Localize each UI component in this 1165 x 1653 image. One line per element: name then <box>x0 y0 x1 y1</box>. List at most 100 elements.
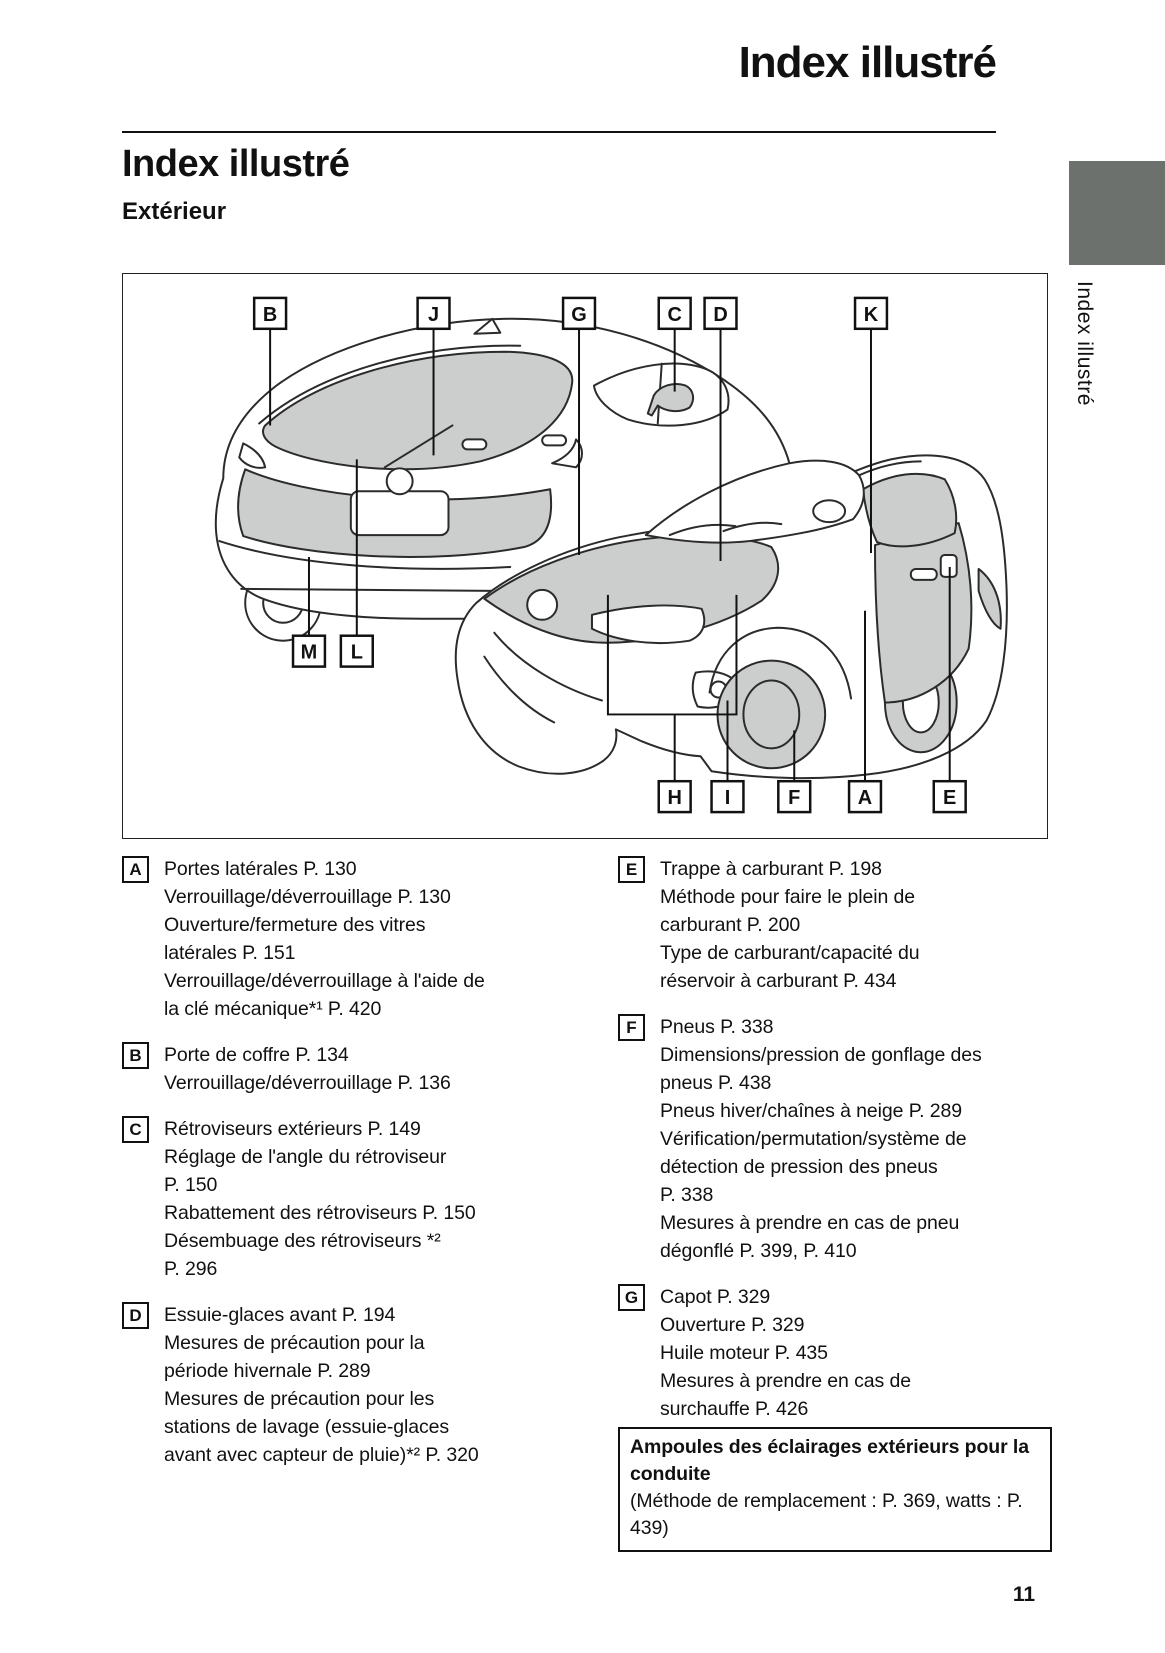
callout-I: I <box>710 700 745 814</box>
item-letter-badge: G <box>618 1284 645 1311</box>
car-illustration: B J G C D K M L H I F A E <box>214 296 1008 814</box>
callout-C: C <box>657 296 692 392</box>
callout-box-G <box>561 296 597 331</box>
item-line: Désembuage des rétroviseurs *² <box>164 1230 441 1252</box>
item-line: Ouverture/fermeture des vitres <box>164 914 426 936</box>
svg-text:D: D <box>713 304 727 326</box>
item-line: Mesures à prendre en cas de <box>660 1370 911 1392</box>
item-line: Réglage de l'angle du rétroviseur <box>164 1146 447 1168</box>
item-line: la clé mécanique*¹ P. 420 <box>164 998 382 1020</box>
item-line: Verrouillage/déverrouillage P. 130 <box>164 886 451 908</box>
page-number: 11 <box>1012 1583 1036 1606</box>
callout-L: L <box>339 459 374 668</box>
item-line: Ouverture P. 329 <box>660 1314 805 1336</box>
chapter-tab-label: Index illustré <box>1073 281 1096 406</box>
item-line: surchauffe P. 426 <box>660 1398 809 1420</box>
item-line: Verrouillage/déverrouillage P. 136 <box>164 1072 451 1094</box>
callout-F: F <box>777 730 812 814</box>
item-line: Essuie-glaces avant P. 194 <box>164 1304 396 1326</box>
callout-box-H <box>657 779 692 814</box>
callout-M: M <box>291 556 327 668</box>
item-line: Mesures à prendre en cas de pneu <box>660 1212 960 1234</box>
svg-text:I: I <box>725 787 731 809</box>
callout-B: B <box>252 296 288 426</box>
header-rule <box>122 131 996 133</box>
running-head-title: Index illustré <box>738 38 997 87</box>
svg-text:J: J <box>428 304 439 326</box>
front-car-drawing <box>454 454 1008 780</box>
svg-text:E: E <box>943 787 956 809</box>
svg-text:M: M <box>301 642 318 664</box>
item-line: pneus P. 438 <box>660 1072 772 1094</box>
callout-box-C <box>657 296 692 331</box>
item-line: détection de pression des pneus <box>660 1156 938 1178</box>
callout-E: E <box>932 566 967 814</box>
item-line: Portes latérales P. 130 <box>164 858 357 880</box>
item-line: Rétroviseurs extérieurs P. 149 <box>164 1118 421 1140</box>
item-line: Mesures de précaution pour les <box>164 1388 435 1410</box>
item-line: latérales P. 151 <box>164 942 296 964</box>
page-title: Index illustré <box>122 143 350 185</box>
callout-box-B <box>252 296 288 331</box>
item-letter-badge: D <box>122 1302 149 1329</box>
item-line: Huile moteur P. 435 <box>660 1342 828 1364</box>
callout-box-L <box>339 634 374 668</box>
callout-box-J <box>416 296 451 331</box>
callout-box-K <box>853 296 889 331</box>
callout-G: G <box>561 296 597 556</box>
bulbs-note-body: (Méthode de remplacement : P. 369, watts… <box>630 1490 1023 1539</box>
item-letter-badge: E <box>618 856 645 883</box>
callout-box-F <box>777 779 812 814</box>
callout-box-M <box>291 634 327 668</box>
item-letter-badge: A <box>122 856 149 883</box>
item-line: Pneus P. 338 <box>660 1016 774 1038</box>
callout-box-D <box>703 296 738 331</box>
item-line: réservoir à carburant P. 434 <box>660 970 897 992</box>
callout-D: D <box>703 296 738 561</box>
item-line: Mesures de précaution pour la <box>164 1332 425 1354</box>
item-letter-badge: C <box>122 1116 149 1143</box>
item-line: carburant P. 200 <box>660 914 801 936</box>
item-line: Trappe à carburant P. 198 <box>660 858 882 880</box>
item-line: stations de lavage (essuie-glaces <box>164 1416 450 1438</box>
svg-text:A: A <box>858 787 872 809</box>
callout-A: A <box>847 610 883 814</box>
item-line: Porte de coffre P. 134 <box>164 1044 349 1066</box>
callout-box-E <box>932 779 967 814</box>
item-line: P. 150 <box>164 1174 218 1196</box>
callout-H: H <box>606 594 738 814</box>
item-line: avant avec capteur de pluie)*² P. 320 <box>164 1444 479 1466</box>
svg-text:L: L <box>351 642 363 664</box>
item-letter-badge: B <box>122 1042 149 1069</box>
svg-text:B: B <box>263 304 277 326</box>
svg-text:K: K <box>864 304 879 326</box>
item-line: Vérification/permutation/système de <box>660 1128 967 1150</box>
callout-box-I <box>710 779 745 814</box>
svg-text:F: F <box>788 787 800 809</box>
callout-J: J <box>416 296 451 456</box>
bulbs-note-title: Ampoules des éclairages extérieurs pour … <box>630 1436 1029 1485</box>
svg-text:C: C <box>667 304 681 326</box>
item-line: Rabattement des rétroviseurs P. 150 <box>164 1202 476 1224</box>
bulbs-note-box: Ampoules des éclairages extérieurs pour … <box>618 1427 1052 1552</box>
chapter-tab-marker <box>1069 161 1165 265</box>
callout-K: K <box>853 296 889 554</box>
item-line: Type de carburant/capacité du <box>660 942 920 964</box>
svg-text:H: H <box>667 787 681 809</box>
section-subtitle: Extérieur <box>122 198 227 225</box>
